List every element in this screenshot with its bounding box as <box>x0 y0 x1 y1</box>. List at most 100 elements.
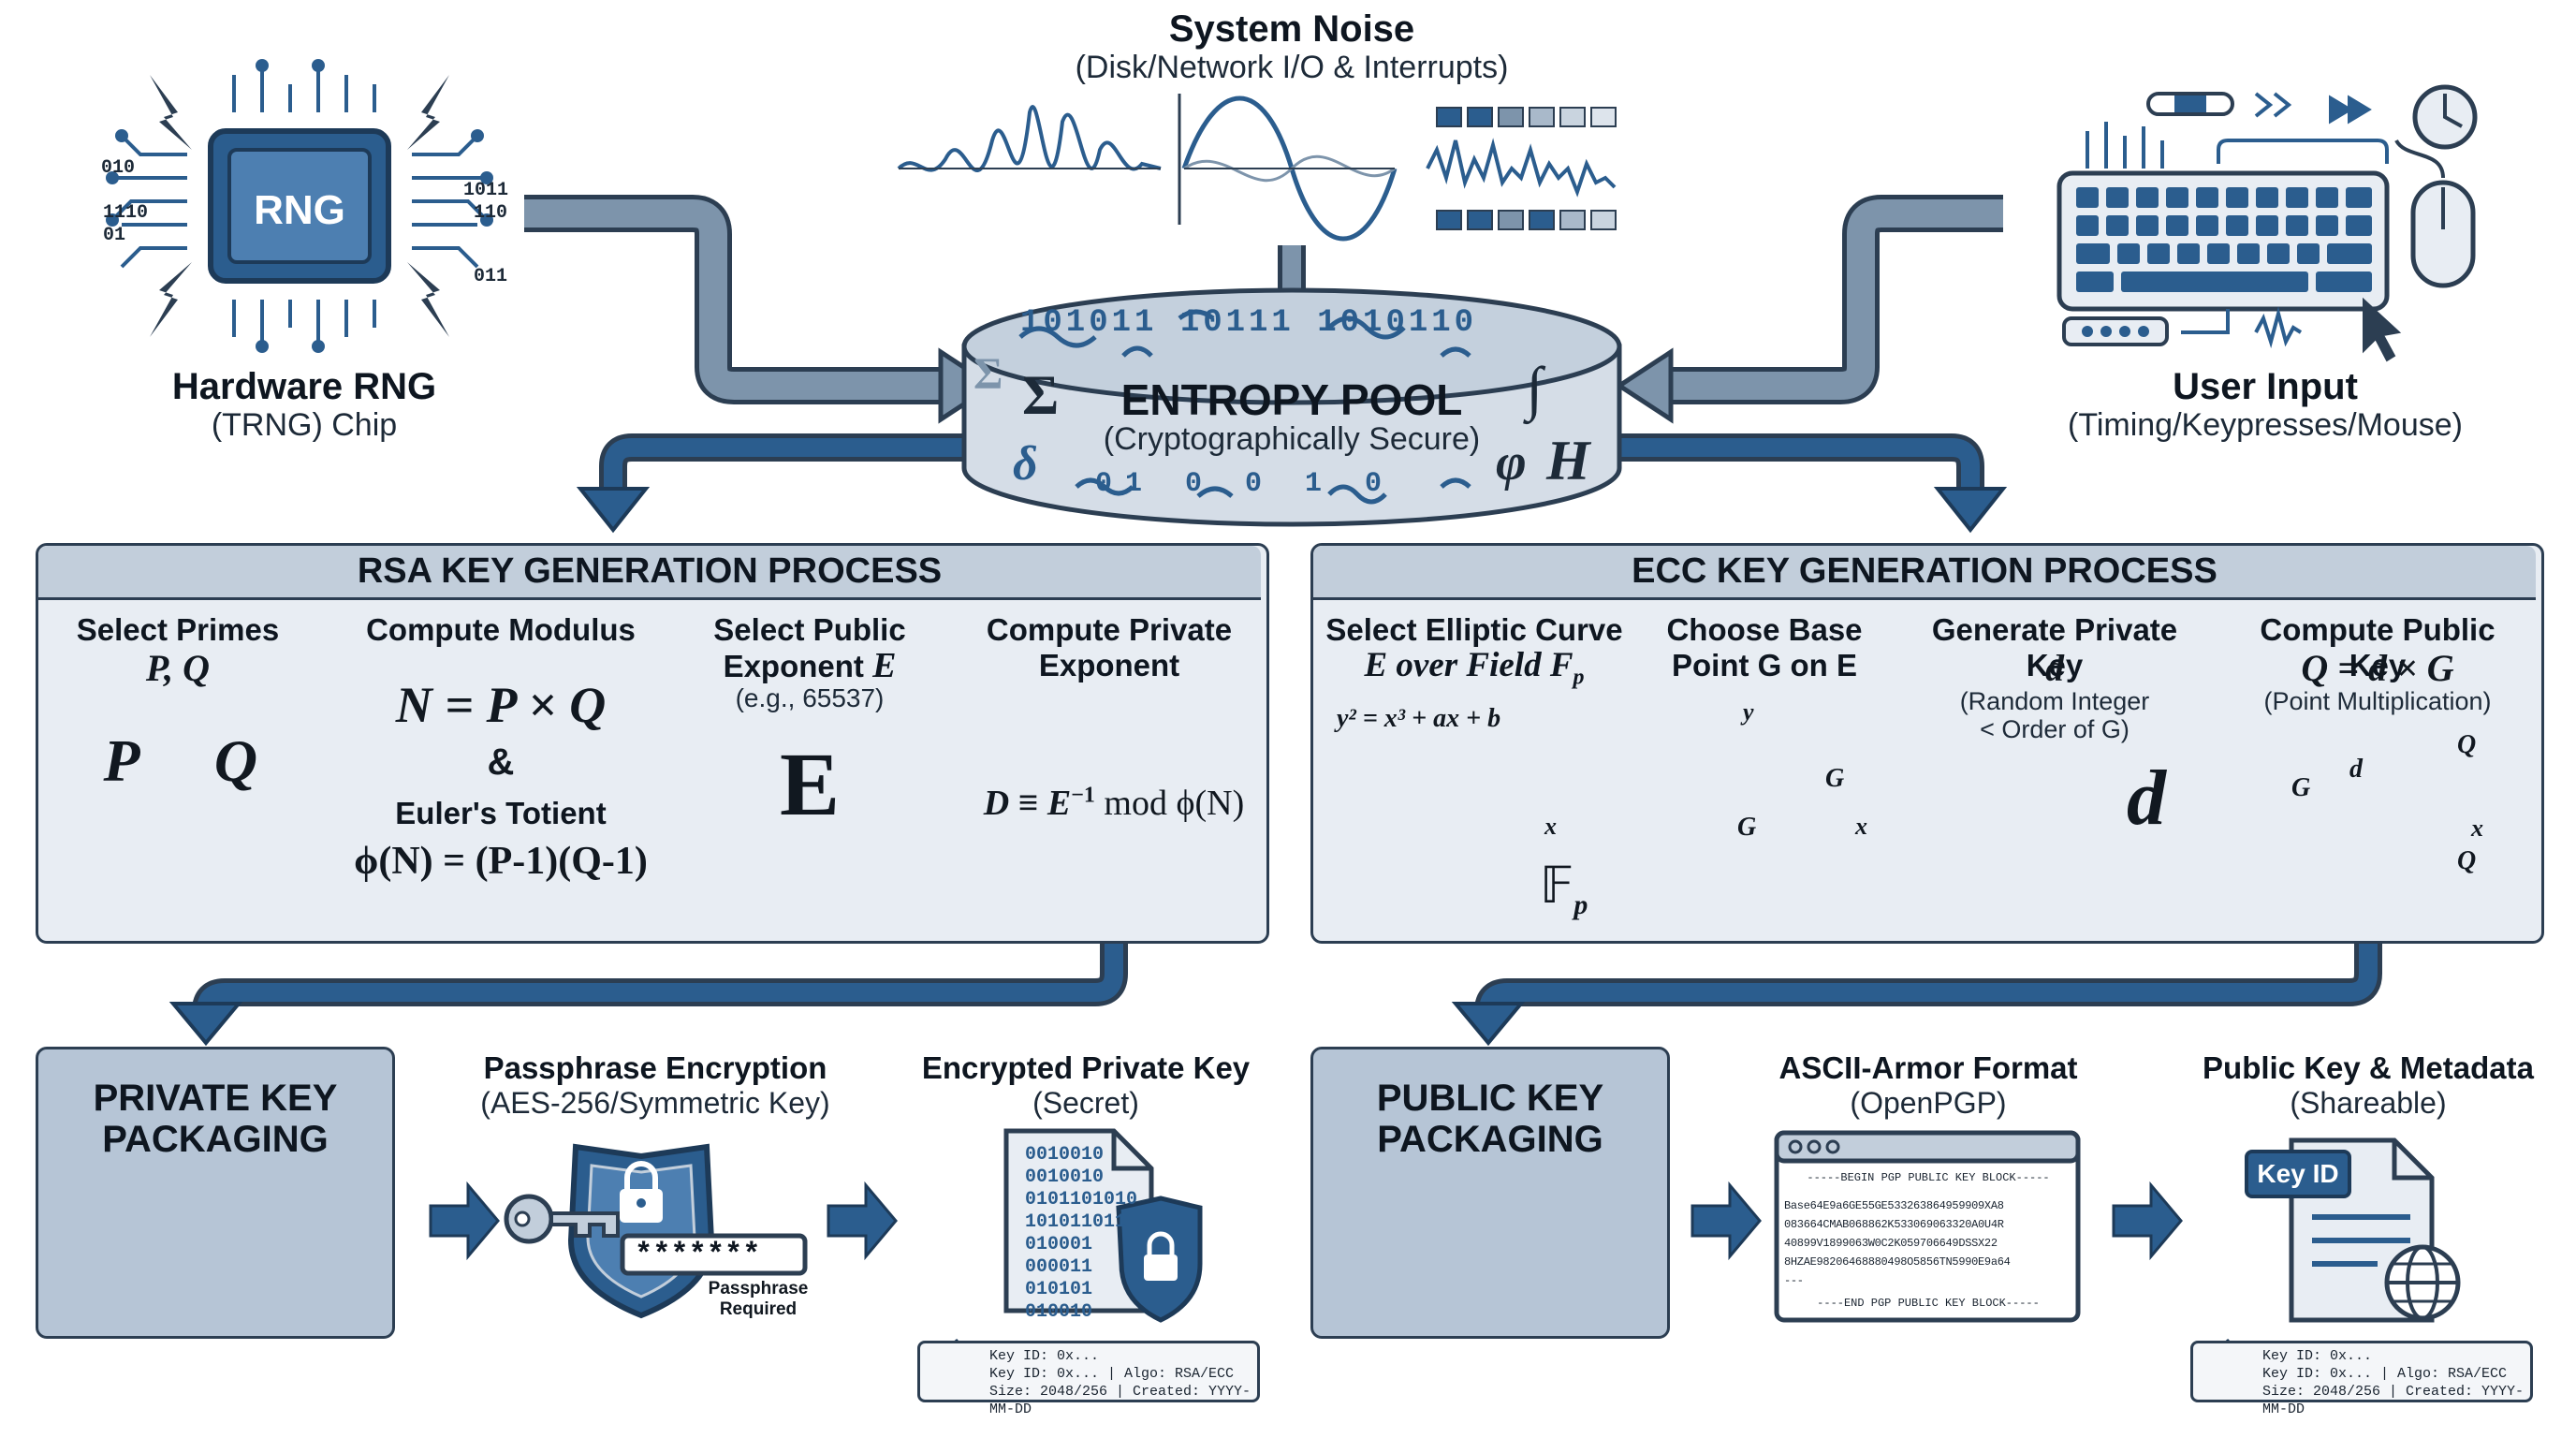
private-card-line-2: Key ID: 0x... | Algo: RSA/ECC <box>989 1366 1235 1382</box>
binary-line-5: 010001 <box>1025 1234 1093 1255</box>
hw-bits-4: 1011 <box>463 180 509 201</box>
pool-bits-bottom: 01 0 0 1 0 <box>1095 468 1396 500</box>
hw-bits-1: 010 <box>101 157 136 179</box>
ecc-private-key-d: d <box>2127 755 2166 842</box>
ecc-plot4-q-label-top: Q <box>2457 730 2477 759</box>
passphrase-field: ******* <box>635 1238 761 1272</box>
ascii-armor-subtitle: (OpenPGP) <box>1850 1086 2007 1120</box>
rsa-step2-title: Compute Modulus <box>366 612 636 647</box>
hw-bits-5: 110 <box>474 202 508 224</box>
hardware-rng-subtitle: (TRNG) Chip <box>211 407 398 443</box>
public-key-metadata-subtitle: (Shareable) <box>2290 1086 2447 1120</box>
system-noise-subtitle: (Disk/Network I/O & Interrupts) <box>1075 50 1509 85</box>
private-key-metadata-card: Key ID: 0x... Key ID: 0x... | Algo: RSA/… <box>917 1341 1260 1417</box>
entropy-pool-cylinder <box>961 287 1622 527</box>
noise-blocks <box>1436 107 1617 230</box>
passphrase-required-line2: Required <box>719 1299 798 1319</box>
encrypted-document-icon <box>1003 1128 1203 1323</box>
ecc-step3-var: d <box>2045 647 2064 689</box>
binary-line-8: 010010 <box>1025 1301 1093 1323</box>
ecc-step1-title-text: E over Field F <box>1364 646 1573 684</box>
ecc-plot1-x-label: x <box>1544 813 1557 840</box>
pool-glyph-delta: δ <box>1013 437 1038 491</box>
rsa-header: RSA KEY GENERATION PROCESS <box>38 546 1261 600</box>
armor-line-5: --- <box>1784 1274 1804 1287</box>
ecc-step4-formula: Q = d × G <box>2301 647 2454 689</box>
rng-chip-label: RNG <box>254 187 345 233</box>
binary-line-6: 000011 <box>1025 1256 1093 1278</box>
armor-body: Base64E9a6GE55GE533263864959909XA8 08366… <box>1784 1196 2074 1290</box>
ecc-step3-title: Generate Private Key <box>1931 612 2178 682</box>
user-to-pool-arrowhead <box>1615 347 1674 424</box>
rsa-step4-title: Compute Private Exponent <box>973 612 1245 683</box>
passphrase-required-line1: Passphrase <box>708 1279 809 1299</box>
armor-line-3: 40899V1899063W0C2K059706649DSSX22 <box>1784 1237 1998 1250</box>
keyboard-icon <box>2056 170 2390 312</box>
pool-glyph-sigma-2: Σ <box>1022 364 1060 426</box>
public-key-packaging-box: PUBLIC KEY PACKAGING <box>1310 1047 1670 1339</box>
ecc-finite-field: 𝔽p <box>1540 856 1588 921</box>
clock-icon <box>2412 84 2478 150</box>
ecc-header: ECC KEY GENERATION PROCESS <box>1313 546 2536 600</box>
user-to-pool-arrow-outline <box>1666 195 2003 404</box>
prime-p: P <box>103 727 140 794</box>
rsa-to-private-arrow <box>197 936 1123 1012</box>
ecc-step3-note: (Random Integer < Order of G) <box>1914 687 2195 743</box>
pool-to-ecc-arrow <box>1601 438 1980 496</box>
public-pkg-title-line1: PUBLIC KEY <box>1376 1078 1604 1119</box>
binary-line-4: 101011011 <box>1025 1211 1127 1233</box>
terminal-window-icon <box>1774 1130 2081 1323</box>
ecc-step1-title-line2: E over Field Fp <box>1325 648 1624 695</box>
ecc-plot2-y-label: y <box>1743 698 1754 726</box>
bottom-flow-arrows <box>429 1181 2183 1261</box>
rsa-step3-title-word: Exponent <box>723 649 864 683</box>
input-signal-icons <box>2062 92 2402 362</box>
key-id-badge: Key ID <box>2257 1159 2339 1188</box>
ecc-step2-title-line2: Point G on E <box>1672 648 1857 682</box>
entropy-pool-subtitle: (Cryptographically Secure) <box>1103 421 1481 457</box>
private-pkg-title-line2: PACKAGING <box>102 1119 329 1160</box>
private-card-line-1: Key ID: 0x... <box>989 1348 1100 1364</box>
encrypted-private-key-subtitle: (Secret) <box>1032 1086 1139 1120</box>
passphrase-encryption-title: Passphrase Encryption <box>483 1050 827 1085</box>
binary-line-2: 0010010 <box>1025 1167 1105 1188</box>
private-card-line-3: Size: 2048/256 | Created: YYYY-MM-DD <box>989 1384 1251 1417</box>
rsa-d-formula-sup: −1 <box>1071 783 1095 808</box>
public-key-metadata-title: Public Key & Metadata <box>2203 1050 2534 1085</box>
passphrase-encryption-subtitle: (AES-256/Symmetric Key) <box>480 1086 830 1120</box>
passphrase-required-note: Passphrase Required <box>693 1279 824 1320</box>
public-key-metadata-card: Key ID: 0x... Key ID: 0x... | Algo: RSA/… <box>2190 1341 2533 1417</box>
ecc-plot4-q-label-bottom: Q <box>2457 846 2477 875</box>
ecc-step2-title: Choose Base Point G on E <box>1657 612 1872 683</box>
binary-line-1: 0010010 <box>1025 1144 1105 1166</box>
public-card-line-3: Size: 2048/256 | Created: YYYY-MM-DD <box>2262 1384 2525 1417</box>
rsa-step1-title: Select Primes <box>76 612 280 647</box>
ecc-field-sub: p <box>1573 888 1588 920</box>
ecc-step4-note: (Point Multiplication) <box>2263 687 2492 715</box>
user-to-pool-arrow <box>1666 199 2003 400</box>
rng-chip-icon <box>106 59 493 353</box>
private-key-packaging-box: PRIVATE KEY PACKAGING <box>36 1047 395 1339</box>
ecc-step4-title: Compute Public Key <box>2260 612 2496 682</box>
rsa-step3-title: Select Public Exponent E <box>693 612 927 684</box>
rsa-step3-title-line1: Select Public <box>713 612 906 647</box>
hw-to-pool-arrow <box>524 199 945 400</box>
ecc-base-point-label: G <box>1737 813 1757 842</box>
hw-bits-6: 011 <box>474 266 508 287</box>
hw-bits-3: 01 <box>103 225 126 246</box>
mouse-icon <box>2394 139 2476 288</box>
armor-end-line: ----END PGP PUBLIC KEY BLOCK----- <box>1817 1297 2040 1310</box>
noise-waveforms <box>897 94 1617 242</box>
ecc-field-symbol: 𝔽 <box>1540 858 1574 914</box>
ecc-step3-note-line2: < Order of G) <box>1980 715 2130 743</box>
ecc-step3-note-line1: (Random Integer <box>1959 687 2150 715</box>
rsa-big-e: E <box>779 734 841 834</box>
system-noise-title: System Noise <box>1168 8 1415 50</box>
ecc-plot4-d-label: d <box>2349 755 2363 784</box>
ecc-curve-equation: y² = x³ + ax + b <box>1337 704 1501 733</box>
encrypted-binary: 0010010 0010010 0101101010 101011011 010… <box>1025 1144 1137 1324</box>
user-input-subtitle: (Timing/Keypresses/Mouse) <box>2068 407 2463 443</box>
armor-line-4: 8HZAE98206468880498O5856TN5990E9a64 <box>1784 1255 2011 1269</box>
rsa-d-formula-right: mod ϕ(N) <box>1094 784 1245 823</box>
